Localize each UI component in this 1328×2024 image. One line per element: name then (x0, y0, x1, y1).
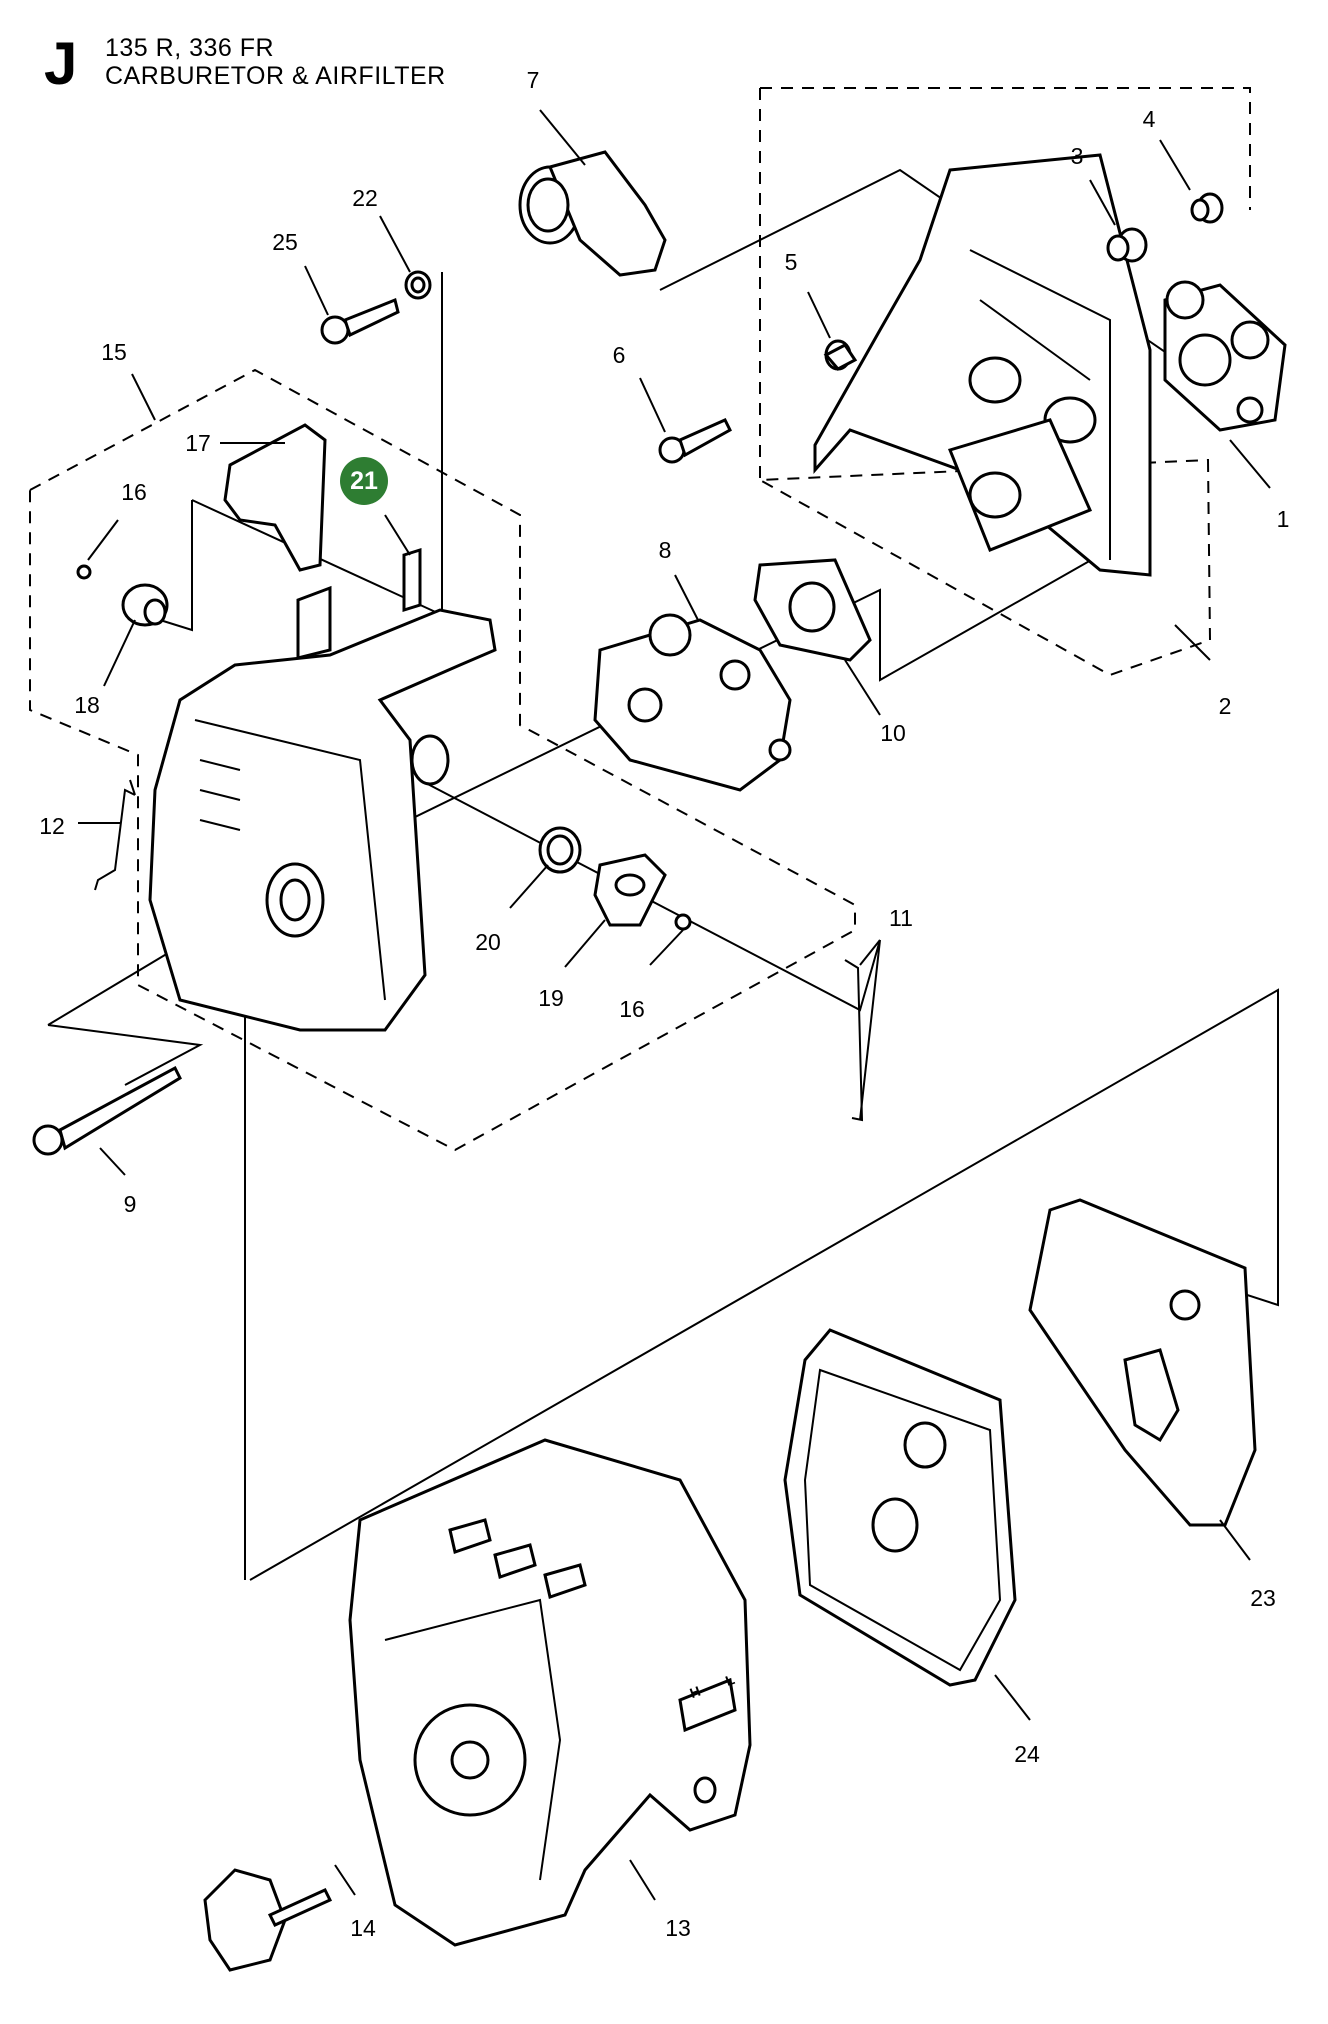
callout-10[interactable]: 10 (880, 720, 906, 746)
section-letter: J (44, 30, 78, 97)
part-1-intake-flange (1163, 280, 1287, 432)
callout-24[interactable]: 24 (1014, 1741, 1040, 1767)
leader-3 (1089, 179, 1116, 226)
leader-13 (629, 1859, 656, 1901)
part-23-foam-filter (1028, 1198, 1257, 1527)
leader-15 (131, 373, 156, 421)
callout-4[interactable]: 4 (1142, 106, 1156, 132)
part-18-choke-knob (121, 583, 169, 627)
leader-10 (844, 659, 881, 716)
group-box-15 (29, 368, 856, 1152)
leader-19 (564, 919, 606, 968)
part-16-screw-upper (76, 564, 92, 580)
callout-16-upper[interactable]: 16 (121, 479, 147, 505)
callout-5[interactable]: 5 (784, 249, 798, 275)
part-10-gasket (753, 558, 872, 662)
callout-13[interactable]: 13 (665, 1915, 691, 1941)
leader-20 (509, 864, 549, 909)
part-22-washer (404, 270, 432, 300)
leader-11 (859, 939, 881, 966)
models-title: 135 R, 336 FR (105, 34, 275, 62)
leader-2 (1174, 624, 1211, 661)
part-7-intake-elbow (518, 150, 667, 277)
callout-3[interactable]: 3 (1070, 143, 1084, 169)
leader-24 (994, 1674, 1031, 1721)
part-6-screw (658, 418, 732, 464)
part-11-wire (844, 959, 864, 1122)
leader-14 (334, 1864, 356, 1896)
leader-16a (87, 519, 119, 561)
part-3-bushing (1106, 227, 1148, 263)
callout-16-lower[interactable]: 16 (619, 996, 645, 1022)
part-13-filter-cover (348, 1438, 752, 1947)
part-9-bolt (32, 1065, 182, 1156)
callout-11[interactable]: 11 (889, 905, 913, 931)
callout-14[interactable]: 14 (350, 1915, 376, 1941)
part-24-filter-frame (783, 1328, 1017, 1687)
part-21-guide (296, 585, 332, 660)
assembly-line-main (244, 554, 1101, 1580)
callout-17[interactable]: 17 (185, 430, 211, 456)
assembly-line-17 (159, 500, 193, 632)
callout-8[interactable]: 8 (658, 537, 672, 563)
part-20-seal-ring (538, 826, 582, 874)
part-25-screw (320, 297, 400, 345)
part-8-carburetor (593, 613, 792, 792)
leader-8 (674, 574, 699, 621)
callout-25[interactable]: 25 (272, 229, 298, 255)
leader-9 (99, 1147, 126, 1176)
leader-21 (384, 514, 411, 556)
leader-16b (649, 929, 684, 966)
part-15-housing (148, 608, 497, 1032)
part-14-knob (203, 1868, 333, 1972)
callout-19[interactable]: 19 (538, 985, 564, 1011)
leader-5 (807, 291, 831, 339)
callout-12[interactable]: 12 (39, 813, 65, 839)
callout-23[interactable]: 23 (1250, 1585, 1276, 1611)
leader-1 (1229, 439, 1271, 489)
group-box-2 (756, 87, 1251, 677)
callout-18[interactable]: 18 (74, 692, 100, 718)
callout-9[interactable]: 9 (123, 1191, 137, 1217)
highlighted-part-21-badge[interactable]: 21 (340, 457, 388, 505)
part-17-cover-piece (223, 423, 327, 572)
section-title: CARBURETOR & AIRFILTER (105, 62, 446, 90)
leader-25 (304, 265, 329, 316)
callout-2[interactable]: 2 (1218, 693, 1232, 719)
leader-18 (103, 619, 136, 687)
part-5-sleeve (823, 339, 858, 371)
leader-4 (1159, 139, 1191, 191)
callout-7[interactable]: 7 (526, 67, 540, 93)
part-4-bushing (1190, 192, 1224, 224)
callout-1[interactable]: 1 (1276, 506, 1290, 532)
callout-20[interactable]: 20 (475, 929, 501, 955)
leader-6 (639, 377, 666, 433)
part-12-rod (94, 779, 136, 891)
part-21-latch (402, 547, 422, 613)
part-19-lever (593, 853, 667, 927)
callout-22[interactable]: 22 (352, 185, 378, 211)
leader-22 (379, 215, 411, 273)
part-16-screw-lower (674, 913, 692, 931)
leader-23 (1219, 1519, 1251, 1561)
part-2-airfilter-housing (813, 153, 1152, 577)
callout-15[interactable]: 15 (101, 339, 127, 365)
leader-7 (539, 109, 586, 166)
callout-6[interactable]: 6 (612, 342, 626, 368)
